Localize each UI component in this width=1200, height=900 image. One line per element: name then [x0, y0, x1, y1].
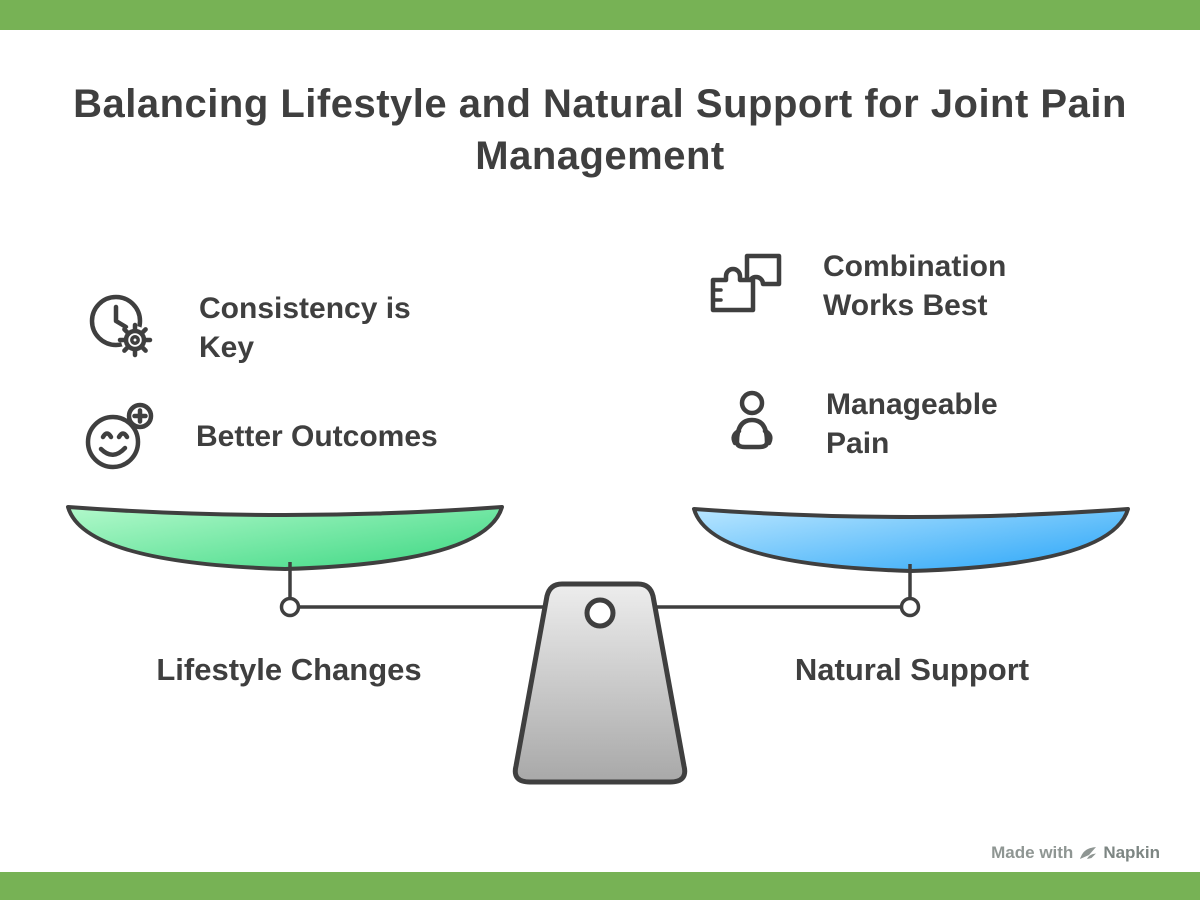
left-item-outcomes: Better Outcomes	[82, 396, 496, 476]
watermark: Made with Napkin	[991, 843, 1160, 863]
item-label: Combination Works Best	[823, 250, 1007, 322]
clock-gear-icon	[85, 288, 165, 368]
item-label: Manageable Pain	[826, 388, 998, 460]
item-label: Consistency is Key	[199, 292, 411, 364]
watermark-brand: Napkin	[1103, 843, 1160, 862]
right-pan-label: Natural Support	[794, 652, 1030, 687]
person-icon	[712, 384, 792, 464]
left-item-consistency: Consistency is Key	[85, 288, 449, 368]
smiley-plus-icon	[82, 396, 162, 476]
item-label: Better Outcomes	[196, 419, 438, 453]
left-pan-label: Lifestyle Changes	[156, 652, 422, 687]
right-item-combination: Combination Works Best	[703, 246, 1063, 326]
left-pan	[66, 505, 504, 571]
right-item-manageable: Manageable Pain	[712, 384, 1046, 464]
puzzle-icon	[703, 246, 789, 326]
watermark-made-with: Made with	[991, 843, 1074, 862]
page-title: Balancing Lifestyle and Natural Support …	[73, 82, 1127, 178]
napkin-logo-icon	[1079, 846, 1097, 860]
right-pan	[692, 507, 1130, 573]
